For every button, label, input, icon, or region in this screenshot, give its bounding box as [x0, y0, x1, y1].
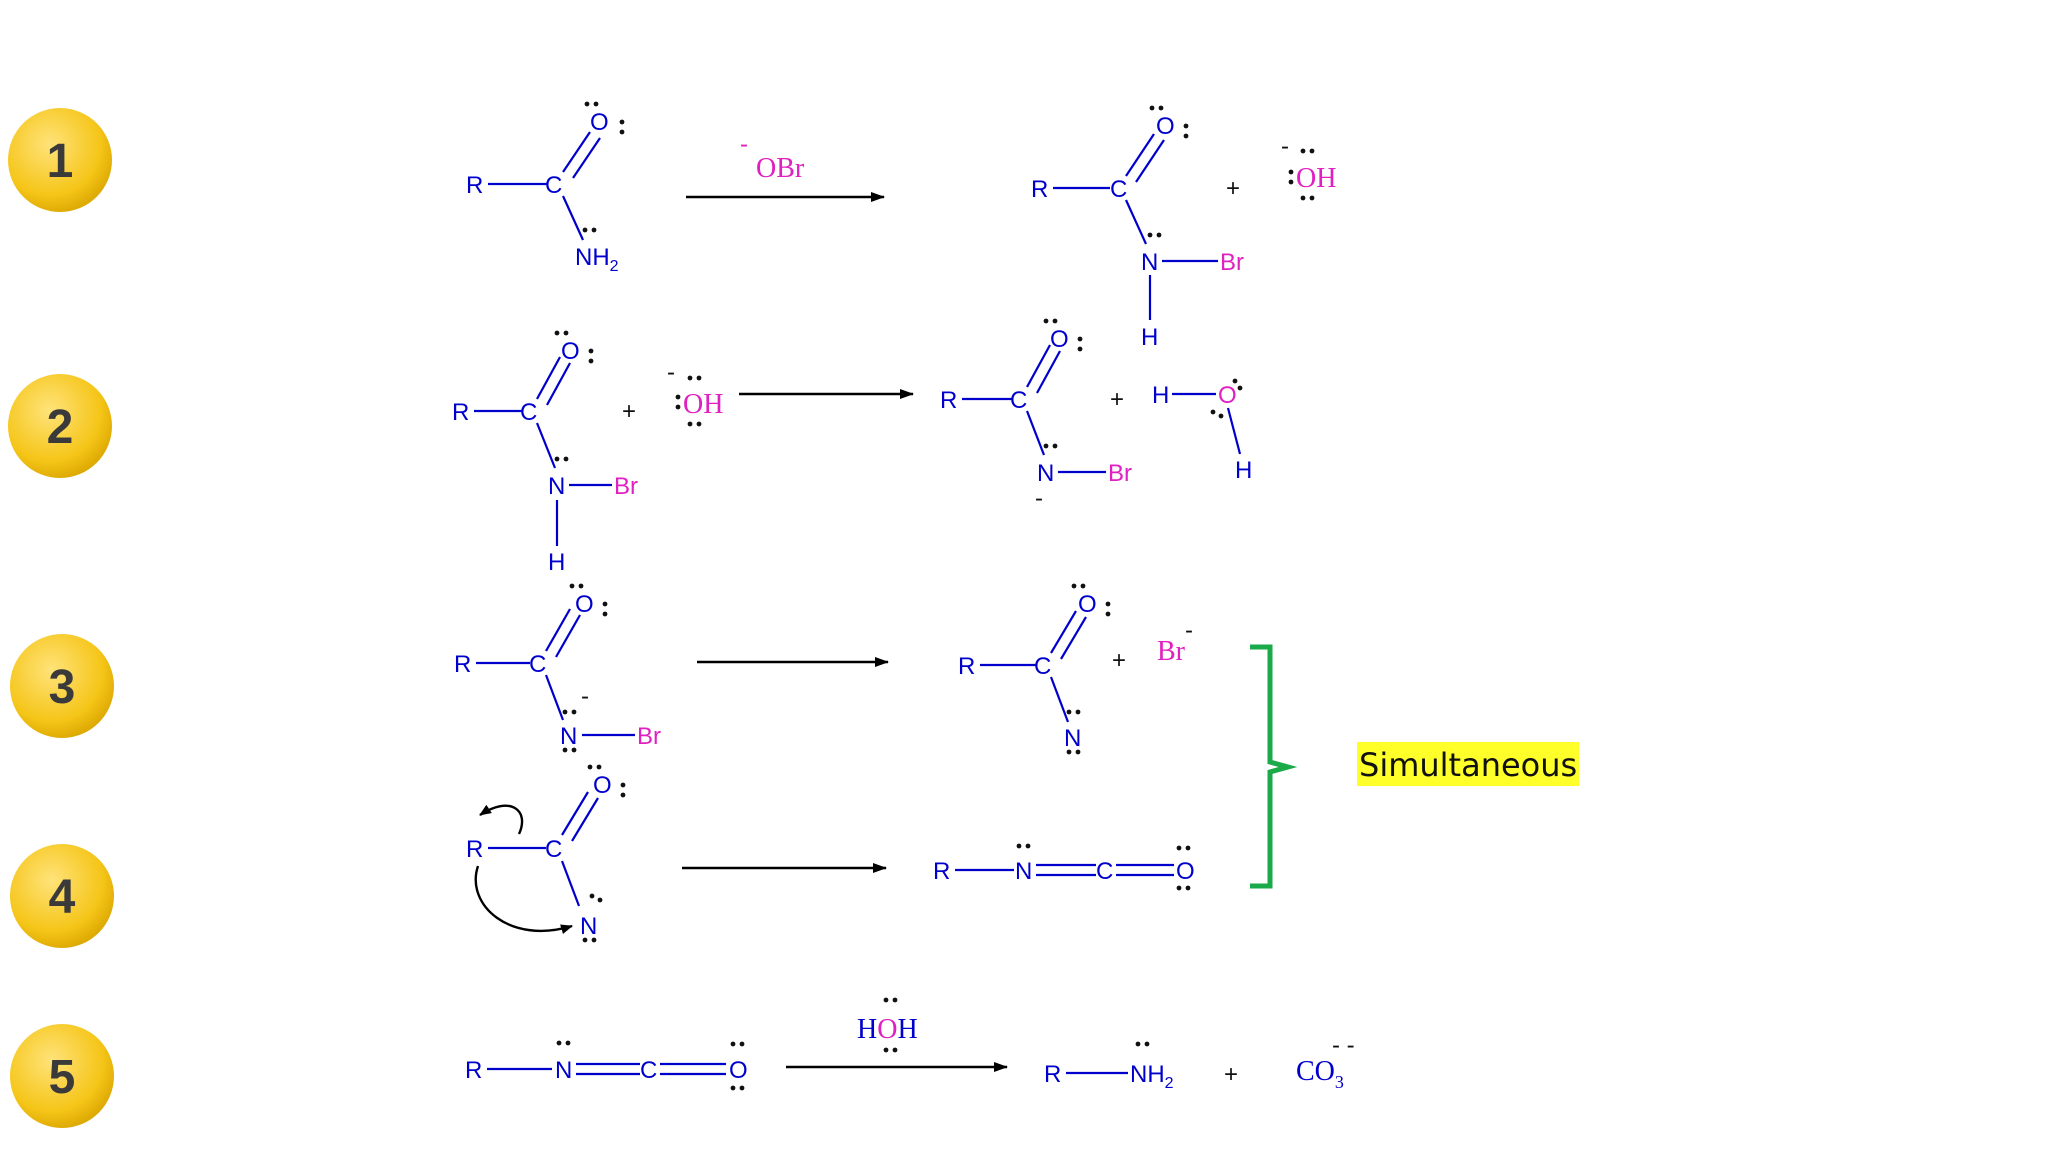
atom-o: O [729, 1057, 748, 1084]
row-2-water: H O H [1152, 378, 1252, 484]
atom-n: N [580, 913, 597, 940]
atom-h: H [1235, 457, 1252, 484]
step-number: 2 [47, 401, 74, 454]
atom-c: C [640, 1057, 657, 1084]
atom-r: R [466, 836, 483, 863]
note-text: Simultaneous [1359, 746, 1577, 784]
atom-n: N [560, 723, 577, 750]
plus-sign: + [1224, 1061, 1238, 1088]
row-2-amide-anion: R C O N Br - [940, 318, 1132, 512]
reagent-water: HOH [857, 1014, 918, 1045]
hydroxide-label: OH [1296, 163, 1336, 194]
row-3-nitrene: R C O N [958, 583, 1111, 755]
simultaneous-note: Simultaneous [1357, 742, 1579, 786]
plus-sign: + [622, 398, 636, 425]
charge-minus: - [1185, 617, 1193, 644]
step-badge-3: 3 [10, 634, 114, 738]
atom-n: N [548, 473, 565, 500]
atom-o: O [1078, 591, 1097, 618]
curved-arrow [474, 865, 573, 934]
charge-double-minus: - - [1332, 1032, 1355, 1059]
row-3-amide-anion: R C O - N Br [454, 583, 661, 753]
simultaneous-brace [1250, 644, 1298, 889]
row-5-arrow: HOH [786, 997, 1008, 1072]
atom-r: R [452, 399, 469, 426]
row-1-hydroxide: - OH [1281, 133, 1336, 201]
atom-br: Br [1220, 249, 1244, 276]
carbonate-label: CO3 [1296, 1056, 1344, 1092]
atom-br: Br [614, 473, 638, 500]
row-4-nitrene-rearrangement: R C O N [466, 764, 626, 943]
atom-c: C [545, 172, 562, 199]
atom-n: N [1064, 725, 1081, 752]
atom-r: R [466, 172, 483, 199]
step-badge-4: 4 [10, 844, 114, 948]
atom-c: C [1110, 176, 1127, 203]
atom-c: C [1096, 858, 1113, 885]
step-number: 3 [49, 661, 76, 714]
row-3-bromide: Br - [1157, 617, 1193, 667]
atom-c: C [545, 836, 562, 863]
charge-minus: - [581, 683, 589, 710]
atom-o: O [1176, 858, 1195, 885]
charge-minus: - [1281, 133, 1289, 160]
atom-o: O [561, 338, 580, 365]
row-5-amine: R NH2 [1044, 1041, 1174, 1092]
atom-nh2: NH2 [1130, 1061, 1174, 1092]
atom-br: Br [637, 723, 661, 750]
atom-o: O [593, 772, 612, 799]
atom-r: R [1044, 1061, 1061, 1088]
hydroxide-label: OH [683, 389, 723, 420]
atom-r: R [454, 651, 471, 678]
atom-h: H [548, 549, 565, 576]
row-1-amide: R C O NH2 [466, 101, 625, 275]
charge-minus: - [1035, 485, 1043, 512]
atom-br: Br [1108, 460, 1132, 487]
step-number: 5 [49, 1051, 76, 1104]
atom-o: O [590, 109, 609, 136]
atom-c: C [520, 399, 537, 426]
atom-r: R [933, 858, 950, 885]
atom-n: N [1015, 858, 1032, 885]
atom-r: R [958, 653, 975, 680]
charge-minus: - [740, 131, 748, 158]
reagent-obr: OBr [756, 153, 805, 184]
row-4-isocyanate: R N C O [933, 843, 1195, 891]
atom-n: N [555, 1057, 572, 1084]
step-badge-2: 2 [8, 374, 112, 478]
plus-sign: + [1226, 175, 1240, 202]
atom-o: O [575, 591, 594, 618]
curved-arrow [479, 804, 524, 835]
row-5-carbonate: CO3 - - [1296, 1032, 1355, 1092]
atom-o: O [1218, 382, 1237, 409]
atom-nh2: NH2 [575, 244, 619, 275]
atom-r: R [1031, 176, 1048, 203]
step-badge-1: 1 [8, 108, 112, 212]
row-2-hydroxide: - OH [667, 359, 723, 427]
atom-o: O [1050, 326, 1069, 353]
atom-r: R [465, 1057, 482, 1084]
atom-h: H [1141, 324, 1158, 351]
step-badge-5: 5 [10, 1024, 114, 1128]
step-number: 1 [47, 135, 74, 188]
atom-n: N [1037, 460, 1054, 487]
row-2-n-bromoamide: R C O N Br H [452, 330, 638, 576]
row-1-product-n-bromoamide: R C O N Br H [1031, 105, 1244, 351]
plus-sign: + [1110, 386, 1124, 413]
step-number: 4 [49, 871, 76, 924]
atom-c: C [1010, 387, 1027, 414]
bromide-label: Br [1157, 636, 1186, 667]
atom-n: N [1141, 249, 1158, 276]
row-5-isocyanate: R N C O [465, 1040, 748, 1091]
charge-minus: - [667, 359, 675, 386]
atom-c: C [1034, 653, 1051, 680]
atom-o: O [1156, 113, 1175, 140]
atom-h: H [1152, 382, 1169, 409]
atom-c: C [529, 651, 546, 678]
atom-r: R [940, 387, 957, 414]
row-1-arrow: - OBr [686, 131, 885, 202]
plus-sign: + [1112, 647, 1126, 674]
